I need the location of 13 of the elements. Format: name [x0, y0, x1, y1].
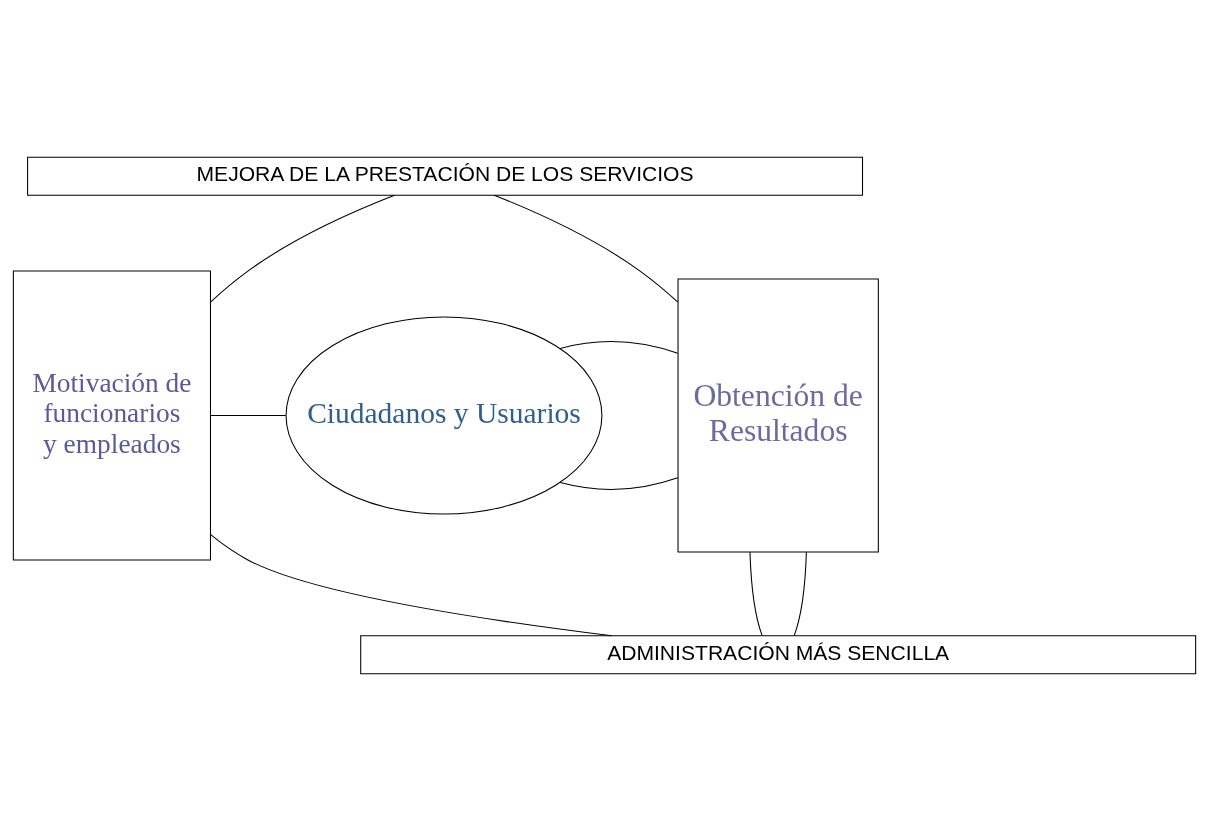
connector [559, 340, 679, 354]
node-box: MEJORA DE LA PRESTACIÓN DE LOS SERVICIOS [27, 156, 864, 196]
node-box: Obtención de Resultados [677, 277, 879, 553]
node-box: Motivación de funcionarios y empleados [12, 270, 211, 560]
connector [559, 476, 679, 490]
connector [793, 551, 807, 636]
node-box: ADMINISTRACIÓN MÁS SENCILLA [360, 634, 1197, 674]
connector [493, 194, 679, 303]
connector [210, 414, 287, 416]
connector [210, 194, 395, 303]
connector [210, 533, 613, 636]
connector [749, 551, 763, 636]
node-ellipse: Ciudadanos y Usuarios [285, 315, 603, 515]
